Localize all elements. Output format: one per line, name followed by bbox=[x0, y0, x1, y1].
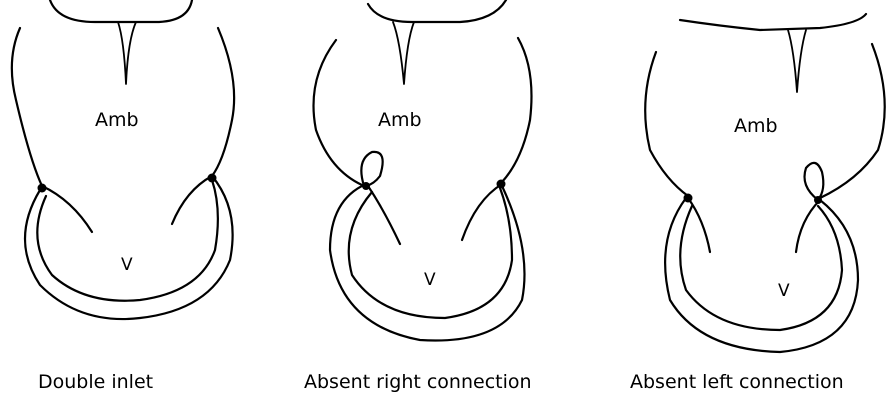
right-valve-leaflet bbox=[796, 200, 820, 252]
left-atrial-wall bbox=[12, 28, 42, 186]
amb-label: Amb bbox=[378, 109, 422, 131]
left-atrial-wall bbox=[314, 40, 363, 185]
right-junction-dot bbox=[814, 196, 822, 204]
panel-caption: Double inlet bbox=[38, 371, 153, 393]
imperforate-valve-loop bbox=[361, 152, 382, 186]
ventricle-label: V bbox=[121, 255, 133, 275]
right-valve-leaflet bbox=[172, 176, 212, 224]
left-junction-dot bbox=[684, 194, 693, 203]
ventricle-inner bbox=[680, 206, 842, 330]
left-valve-leaflet bbox=[368, 186, 400, 244]
ventricle-inner bbox=[37, 180, 218, 301]
right-atrial-wall bbox=[820, 44, 885, 198]
atrial-outline bbox=[368, 0, 506, 22]
right-junction-dot bbox=[497, 180, 506, 189]
panel-absent-right-connection: Amb V Absent right connection bbox=[304, 0, 532, 393]
ventricle-label: V bbox=[778, 281, 790, 301]
ventricle-inner bbox=[349, 188, 512, 318]
left-junction-dot bbox=[38, 184, 47, 193]
atrial-outline bbox=[680, 14, 866, 30]
septum-spike bbox=[118, 22, 136, 84]
septum-spike bbox=[788, 30, 806, 92]
left-junction-dot bbox=[362, 182, 370, 190]
panel-caption: Absent left connection bbox=[630, 371, 844, 393]
septum-spike bbox=[393, 22, 414, 84]
atrial-outline bbox=[50, 0, 192, 22]
panel-caption: Absent right connection bbox=[304, 371, 532, 393]
left-atrial-wall bbox=[645, 52, 688, 196]
left-valve-leaflet bbox=[42, 186, 92, 232]
ventricle-label: V bbox=[424, 270, 436, 290]
right-atrial-wall bbox=[502, 38, 532, 182]
right-valve-leaflet bbox=[462, 184, 502, 240]
imperforate-valve-loop bbox=[805, 163, 824, 200]
panel-absent-left-connection: Amb V Absent left connection bbox=[630, 14, 885, 393]
ventricle-outer bbox=[25, 176, 233, 319]
right-junction-dot bbox=[208, 174, 217, 183]
right-atrial-wall bbox=[212, 28, 234, 176]
amb-label: Amb bbox=[734, 115, 778, 137]
panel-double-inlet: Amb V Double inlet bbox=[12, 0, 234, 393]
amb-label: Amb bbox=[95, 109, 139, 131]
